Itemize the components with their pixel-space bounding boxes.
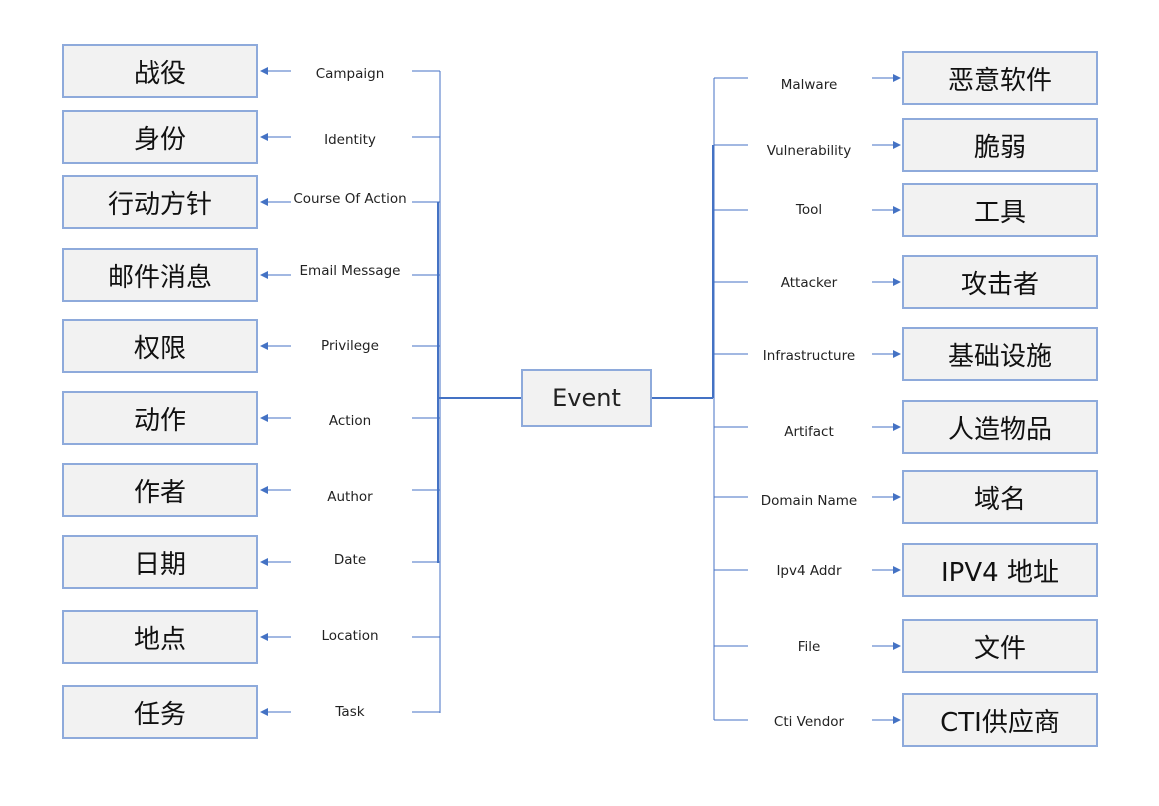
left-entity-box-2: 行动方针 [62, 175, 258, 229]
center-event-node: Event [521, 369, 652, 427]
left-entity-box-3: 邮件消息 [62, 248, 258, 302]
right-entity-box-2: 工具 [902, 183, 1098, 237]
right-relation-label-8: File [797, 639, 821, 655]
right-entity-box-9: CTI供应商 [902, 693, 1098, 747]
left-relation-label-6: Author [327, 489, 373, 505]
left-entity-box-4: 权限 [62, 319, 258, 373]
left-entity-box-0: 战役 [62, 44, 258, 98]
left-entity-box-7: 日期 [62, 535, 258, 589]
right-entity-box-6: 域名 [902, 470, 1098, 524]
right-entity-box-4: 基础设施 [902, 327, 1098, 381]
left-relation-label-9: Task [335, 704, 365, 720]
right-relation-label-4: Infrastructure [762, 348, 856, 364]
right-relation-label-9: Cti Vendor [773, 714, 845, 730]
right-entity-box-3: 攻击者 [902, 255, 1098, 309]
right-entity-box-8: 文件 [902, 619, 1098, 673]
right-entity-box-7: IPV4 地址 [902, 543, 1098, 597]
right-entity-box-5: 人造物品 [902, 400, 1098, 454]
left-relation-label-2: Course Of Action [293, 191, 407, 207]
left-relation-label-5: Action [328, 413, 372, 429]
left-relation-label-7: Date [333, 552, 367, 568]
left-relation-label-0: Campaign [315, 66, 385, 82]
right-relation-label-2: Tool [795, 202, 823, 218]
left-relation-label-8: Location [321, 628, 379, 644]
right-relation-label-1: Vulnerability [766, 143, 852, 159]
right-entity-box-1: 脆弱 [902, 118, 1098, 172]
right-relation-label-6: Domain Name [760, 493, 858, 509]
left-entity-box-5: 动作 [62, 391, 258, 445]
left-entity-box-6: 作者 [62, 463, 258, 517]
left-relation-label-4: Privilege [321, 338, 379, 354]
left-entity-box-1: 身份 [62, 110, 258, 164]
left-entity-box-8: 地点 [62, 610, 258, 664]
right-relation-label-7: Ipv4 Addr [776, 563, 842, 579]
right-relation-label-0: Malware [780, 77, 838, 93]
left-entity-box-9: 任务 [62, 685, 258, 739]
right-entity-box-0: 恶意软件 [902, 51, 1098, 105]
right-relation-label-5: Artifact [784, 424, 834, 440]
right-relation-label-3: Attacker [780, 275, 838, 291]
left-relation-label-3: Email Message [299, 263, 401, 279]
left-relation-label-1: Identity [324, 132, 376, 148]
